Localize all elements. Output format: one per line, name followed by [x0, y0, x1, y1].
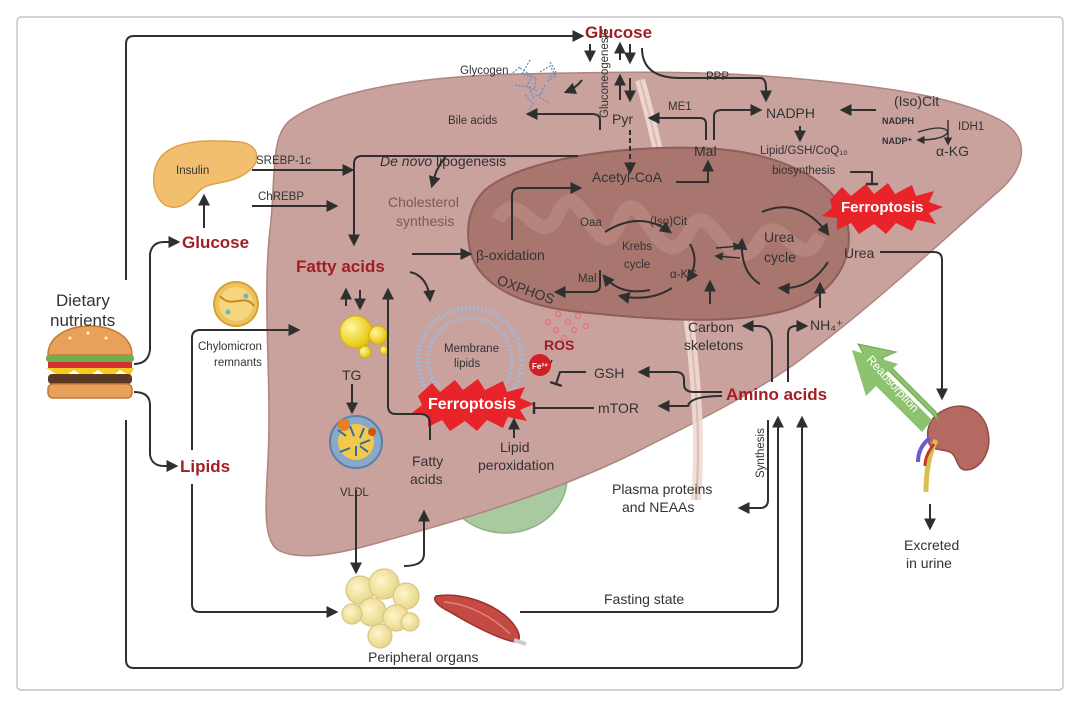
urea-cycle-line1: Urea [764, 229, 795, 245]
idh1-label: IDH1 [958, 121, 984, 133]
ferroptosis-burst-center [412, 379, 534, 431]
ros-label: ROS [544, 337, 574, 353]
glucose-top-label: Glucose [585, 23, 652, 42]
excreted-line2: in urine [906, 555, 952, 571]
oaa-label: Oaa [580, 217, 602, 229]
lipid-biosyn-line2: biosynthesis [772, 165, 836, 177]
lipid-biosyn-line1: Lipid/GSH/CoQ₁₀ [760, 145, 848, 157]
synthesis-label: Synthesis [755, 428, 767, 478]
burger-icon [46, 325, 134, 399]
de-novo-rest: lipogenesis [432, 153, 506, 169]
de-novo-italic: De novo [380, 153, 432, 169]
lipid-perox-line2: peroxidation [478, 457, 554, 473]
carbon-line1: Carbon [688, 319, 734, 335]
glycogen-icon [509, 59, 557, 112]
akg-top-label: α-KG [936, 143, 969, 159]
iron-ion-icon [529, 354, 551, 376]
vldl-icon [329, 415, 383, 469]
chrebp-label: ChREBP [258, 191, 304, 203]
ros-dots [544, 310, 590, 342]
glycogen-label: Glycogen [460, 65, 509, 77]
membrane-line2: lipids [454, 358, 480, 370]
excreted-line1: Excreted [904, 537, 959, 553]
carbon-line2: skeletons [684, 337, 743, 353]
chylo-line1: Chylomicron [198, 341, 262, 353]
fasting-state-label: Fasting state [604, 591, 684, 607]
fe-label: Fe²⁺ [532, 362, 548, 371]
plasma-line2: and NEAAs [622, 499, 694, 515]
insulin-label: Insulin [176, 165, 209, 177]
ferroptosis-burst-right [822, 183, 943, 234]
lipid-perox-line1: Lipid [500, 439, 530, 455]
de-novo-lipogenesis-label: De novo lipogenesis [380, 153, 506, 169]
kidney-icon [916, 405, 990, 493]
cholesterol-line2: synthesis [396, 213, 454, 229]
acetyl-coa-label: Acetyl-CoA [592, 169, 663, 185]
ppp-label: PPP [706, 71, 729, 83]
chylomicron-icon [213, 281, 259, 327]
beta-oxidation-label: β-oxidation [476, 247, 545, 263]
fatty-acids-main-label: Fatty acids [296, 257, 385, 276]
peripheral-organs-label: Peripheral organs [368, 649, 479, 665]
nadp-small-label: NADP⁺ [882, 136, 913, 146]
isocit-mito-label: (Iso)Cit [650, 216, 688, 228]
mal-mito-label: Mal [578, 273, 597, 285]
tg-label: TG [342, 367, 361, 383]
nadph-label: NADPH [766, 105, 815, 121]
fatty-acids-small-line1: Fatty [412, 453, 443, 469]
mal-top-label: Mal [694, 143, 717, 159]
ferroptosis-right-label: Ferroptosis [841, 199, 924, 216]
lipids-label: Lipids [180, 457, 230, 476]
membrane-line1: Membrane [444, 343, 499, 355]
srebp-label: SREBP-1c [256, 155, 311, 167]
akg-mito-label: α-KG [670, 269, 697, 281]
pancreas-icon [153, 140, 258, 209]
adipocytes-icon [341, 568, 420, 649]
isocit-top-label: (Iso)Cit [894, 93, 939, 109]
me1-label: ME1 [668, 101, 692, 113]
dietary-line2: nutrients [50, 311, 115, 330]
urea-cycle-line2: cycle [764, 249, 796, 265]
vldl-label: VLDL [340, 487, 369, 499]
gluconeogenesis-label: Gluconeogenesis [599, 29, 611, 118]
reabsorption-arrow [852, 343, 939, 432]
nadph-small-label: NADPH [882, 116, 914, 126]
ferroptosis-center-label: Ferroptosis [428, 396, 516, 413]
muscle-icon [434, 594, 527, 646]
krebs-line2: cycle [624, 259, 650, 271]
fatty-acids-small-line2: acids [410, 471, 443, 487]
dietary-line1: Dietary [56, 291, 110, 310]
nh4-label: NH₄⁺ [810, 317, 843, 333]
chylo-line2: remnants [214, 357, 262, 369]
glucose-left-label: Glucose [182, 233, 249, 252]
urea-label: Urea [844, 245, 875, 261]
pyr-label: Pyr [612, 111, 633, 127]
plasma-line1: Plasma proteins [612, 481, 712, 497]
mtor-label: mTOR [598, 400, 639, 416]
tg-droplets-icon [339, 315, 389, 359]
krebs-line1: Krebs [622, 241, 652, 253]
gsh-label: GSH [594, 365, 624, 381]
mito-cristae [491, 194, 827, 262]
cholesterol-line1: Cholesterol [388, 194, 459, 210]
amino-acids-label: Amino acids [726, 385, 827, 404]
bile-acids-label: Bile acids [448, 115, 497, 127]
